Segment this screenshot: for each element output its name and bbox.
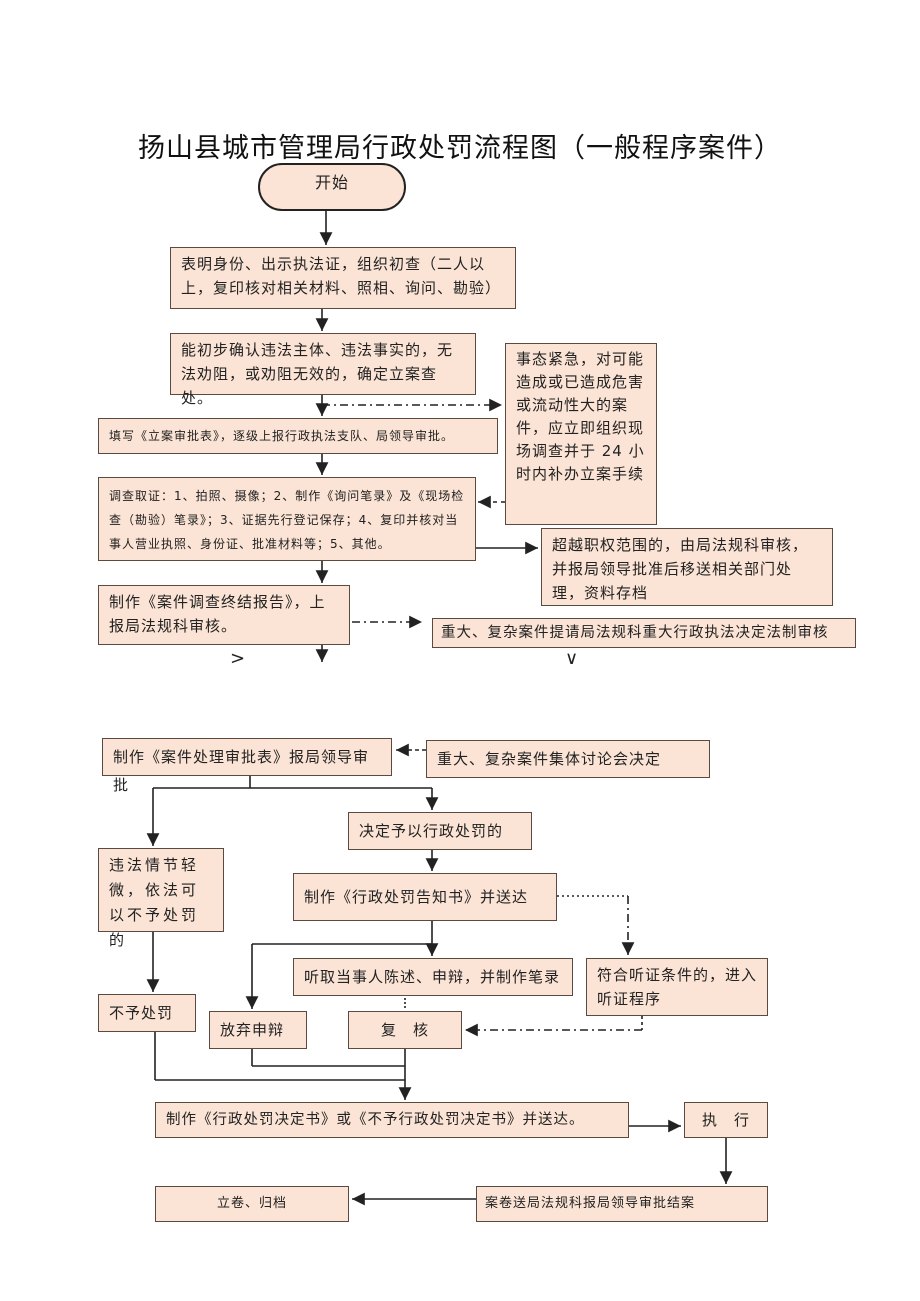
statement-node: 听取当事人陈述、申辩，并制作笔录	[293, 958, 573, 996]
minor-label: 违法情节轻微，依法可以不予处罚的	[109, 856, 200, 949]
no-penalty-label: 不予处罚	[109, 1004, 174, 1022]
identify-node: 表明身份、出示执法证，组织初查（二人以上，复印核对相关材料、照相、询问、勘验）	[170, 247, 516, 309]
execute-node: 执 行	[684, 1102, 768, 1138]
archive-label: 立卷、归档	[216, 1196, 287, 1211]
major-review-node: 重大、复杂案件提请局法规科重大行政执法决定法制审核	[432, 618, 856, 648]
decide-penalty-label: 决定予以行政处罚的	[359, 822, 504, 840]
hearing-node: 符合听证条件的，进入听证程序	[586, 958, 768, 1016]
fill-form-node: 填写《立案审批表》，逐级上报行政执法支队、局领导审批。	[98, 418, 498, 454]
waive-label: 放弃申辩	[220, 1021, 285, 1039]
collective-node: 重大、复杂案件集体讨论会决定	[426, 740, 710, 778]
urgent-label: 事态紧急，对可能造成或已造成危害或流动性大的案件，应立即组织现场调查并于 24 …	[516, 350, 645, 483]
fill-form-label: 填写《立案审批表》，逐级上报行政执法支队、局领导审批。	[109, 429, 455, 443]
approval-form-label: 制作《案件处理审批表》报局领导审批	[113, 748, 370, 794]
decide-penalty-node: 决定予以行政处罚的	[348, 812, 532, 850]
identify-label: 表明身份、出示执法证，组织初查（二人以上，复印核对相关材料、照相、询问、勘验）	[181, 255, 502, 297]
major-review-label: 重大、复杂案件提请局法规科重大行政执法决定法制审核	[441, 625, 829, 641]
close-node: 案卷送局法规科报局领导审批结案	[476, 1186, 768, 1222]
recheck-node: 复 核	[348, 1011, 462, 1049]
page-title: 扬山县城市管理局行政处罚流程图（一般程序案件）	[138, 133, 782, 164]
no-penalty-node: 不予处罚	[98, 994, 196, 1032]
urgent-node: 事态紧急，对可能造成或已造成危害或流动性大的案件，应立即组织现场调查并于 24 …	[505, 343, 657, 525]
investigate-node: 调查取证：1、拍照、摄像；2、制作《询问笔录》及《现场检查（勘验）笔录》；3、证…	[98, 477, 476, 561]
notice-node: 制作《行政处罚告知书》并送达	[293, 873, 557, 921]
bottom-mask	[0, 1222, 920, 1301]
left-mark-glyph: >	[230, 648, 246, 669]
right-mark-glyph: ∨	[565, 648, 579, 669]
archive-node: 立卷、归档	[155, 1186, 349, 1222]
final-report-label: 制作《案件调查终结报告》，上报局法规科审核。	[109, 593, 326, 635]
decision-label: 制作《行政处罚决定书》或《不予行政处罚决定书》并送达。	[166, 1112, 585, 1128]
statement-label: 听取当事人陈述、申辩，并制作笔录	[304, 968, 561, 986]
beyond-scope-label: 超越职权范围的，由局法规科审核，并报局领导批准后移送相关部门处理，资料存档	[552, 536, 809, 602]
close-label: 案卷送局法规科报局领导审批结案	[485, 1196, 696, 1211]
collective-label: 重大、复杂案件集体讨论会决定	[437, 750, 662, 768]
execute-label: 执 行	[701, 1111, 750, 1129]
minor-node: 违法情节轻微，依法可以不予处罚的	[98, 848, 224, 949]
approval-form-node: 制作《案件处理审批表》报局领导审批	[102, 738, 392, 794]
waive-node: 放弃申辩	[209, 1011, 307, 1049]
notice-label: 制作《行政处罚告知书》并送达	[304, 888, 529, 906]
investigate-label: 调查取证：1、拍照、摄像；2、制作《询问笔录》及《现场检查（勘验）笔录》；3、证…	[109, 489, 465, 551]
start-label: 开始	[314, 173, 349, 192]
confirm-node: 能初步确认违法主体、违法事实的，无法劝阻，或劝阻无效的，确定立案查处。	[170, 333, 476, 407]
final-report-node: 制作《案件调查终结报告》，上报局法规科审核。	[98, 585, 350, 645]
start-node: 开始	[258, 163, 406, 211]
recheck-label: 复 核	[380, 1021, 429, 1039]
hearing-label: 符合听证条件的，进入听证程序	[597, 966, 758, 1008]
beyond-scope-node: 超越职权范围的，由局法规科审核，并报局领导批准后移送相关部门处理，资料存档	[541, 528, 833, 606]
confirm-label: 能初步确认违法主体、违法事实的，无法劝阻，或劝阻无效的，确定立案查处。	[181, 341, 454, 407]
decision-node: 制作《行政处罚决定书》或《不予行政处罚决定书》并送达。	[155, 1102, 629, 1138]
